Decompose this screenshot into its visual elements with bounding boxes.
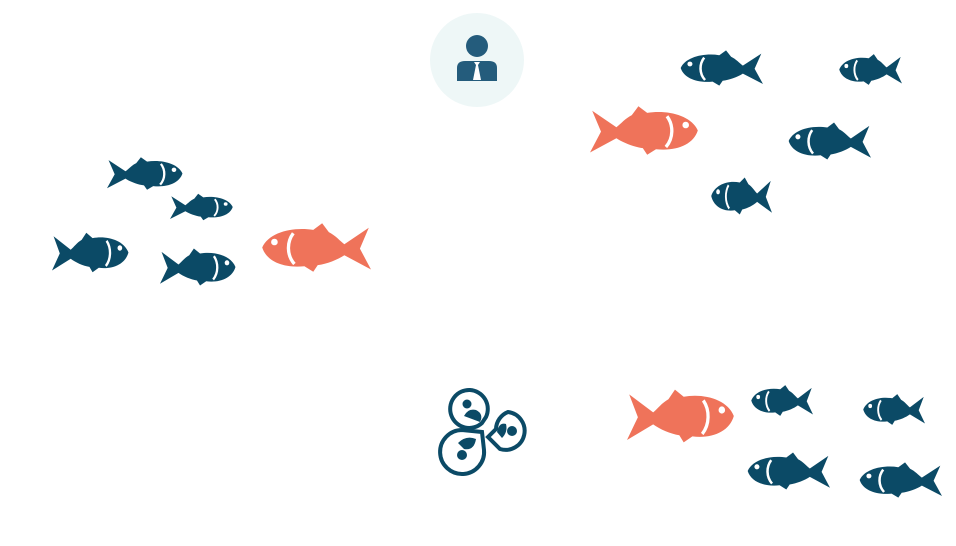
group-cells-icon xyxy=(438,387,527,476)
fish-icon xyxy=(679,49,763,87)
fish-icon xyxy=(170,192,234,222)
fish-icon xyxy=(746,451,830,491)
fish-icon xyxy=(710,176,772,216)
person-icon xyxy=(430,13,524,107)
top-right-school xyxy=(679,49,902,216)
fish-icon xyxy=(838,53,902,86)
leader-fish-icon xyxy=(260,221,371,274)
bottom-right-school xyxy=(746,384,942,499)
fish-icon xyxy=(787,121,871,161)
fish-icon xyxy=(52,231,130,274)
left-school xyxy=(52,156,237,287)
fish-icon xyxy=(858,461,942,499)
fish-icon xyxy=(107,156,184,191)
fish-icon xyxy=(862,393,925,426)
leader-fish-icon xyxy=(590,104,700,157)
fish-icon xyxy=(160,247,237,287)
leader-fish-icon xyxy=(627,387,736,445)
fish-icon xyxy=(750,384,813,417)
